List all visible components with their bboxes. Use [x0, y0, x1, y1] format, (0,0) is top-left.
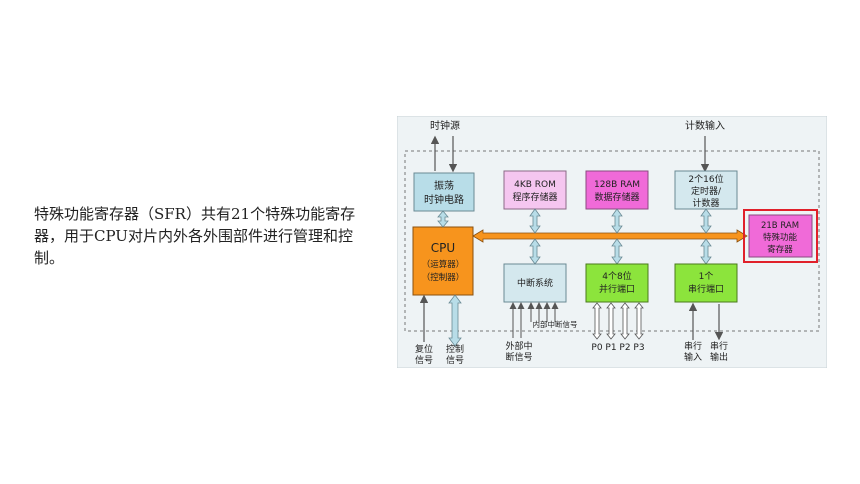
timer-bus-link: [700, 208, 712, 234]
parallel-label-2: 并行端口: [599, 283, 635, 295]
port-label-p3: P3: [633, 343, 644, 353]
sfr-description: 特殊功能寄存器（SFR）共有21个特殊功能寄存器，用于CPU对片内外各外围部件进…: [34, 205, 356, 267]
ram-label-1: 128B RAM: [594, 180, 640, 190]
port-label-p1: P1: [605, 343, 616, 353]
serial-label-1: 1个: [699, 271, 714, 282]
cpu-block: CPU （运算器） （控制器）: [412, 226, 474, 296]
serial-label-2: 串行端口: [688, 283, 724, 295]
sfr-label-2: 特殊功能: [763, 232, 798, 243]
timer-label-2: 定时器/: [691, 185, 722, 197]
interrupt-label: 中断系统: [517, 277, 553, 289]
mcu-architecture-diagram: 时钟源 计数输入 振荡 时钟电路 4KB ROM 程序存储器 128B RAM …: [397, 116, 827, 368]
timer-label-3: 计数器: [692, 197, 719, 209]
rom-block: 4KB ROM 程序存储器: [503, 170, 567, 210]
control-label-1: 控制: [446, 343, 464, 355]
cpu-label-2: （控制器）: [422, 272, 465, 283]
ext-interrupt-label-1: 外部中: [505, 340, 532, 352]
ram-block: 128B RAM 数据存储器: [585, 170, 649, 210]
control-signal-link: [448, 294, 462, 347]
count-input-label: 计数输入: [685, 119, 725, 132]
port-label-p0: P0: [591, 343, 602, 353]
rom-label-2: 程序存储器: [512, 191, 557, 203]
timer-block: 2个16位 定时器/ 计数器: [674, 170, 738, 210]
serial-port-block: 1个 串行端口: [674, 263, 738, 303]
serial-in-label-1: 串行: [684, 340, 702, 352]
port-arrows: [592, 302, 644, 340]
serial-in-label-2: 输入: [684, 351, 702, 363]
ext-interrupt-label-2: 断信号: [505, 351, 532, 363]
internal-interrupt-label: 内部中断信号: [533, 319, 578, 329]
ram-bus-link: [611, 208, 623, 234]
clock-source-label: 时钟源: [430, 119, 460, 132]
rom-bus-link: [529, 208, 541, 234]
sfr-label-1: 21B RAM: [761, 221, 799, 231]
oscillator-label-1: 振荡: [434, 179, 454, 192]
oscillator-block: 振荡 时钟电路: [413, 172, 475, 212]
serial-out-label-1: 串行: [710, 340, 728, 352]
control-label-2: 信号: [446, 354, 464, 366]
oscillator-label-2: 时钟电路: [424, 193, 464, 206]
osc-cpu-link: [437, 210, 449, 228]
parallel-port-block: 4个8位 并行端口: [585, 263, 649, 303]
sfr-block: 21B RAM 特殊功能 寄存器: [743, 209, 818, 263]
sfr-label-3: 寄存器: [767, 244, 793, 255]
timer-label-1: 2个16位: [688, 173, 723, 185]
external-interrupt-arrows: [509, 302, 525, 338]
ram-label-2: 数据存储器: [594, 191, 639, 203]
system-bus: [472, 229, 748, 243]
internal-interrupt-arrows: [527, 302, 559, 322]
rom-label-1: 4KB ROM: [514, 180, 556, 190]
port-label-p2: P2: [619, 343, 630, 353]
cpu-label-1: （运算器）: [422, 259, 465, 270]
reset-label-1: 复位: [415, 343, 433, 355]
cpu-title: CPU: [431, 241, 455, 255]
interrupt-block: 中断系统: [503, 263, 567, 303]
reset-label-2: 信号: [415, 354, 433, 366]
serial-out-label-2: 输出: [710, 351, 728, 363]
parallel-label-1: 4个8位: [602, 270, 631, 282]
